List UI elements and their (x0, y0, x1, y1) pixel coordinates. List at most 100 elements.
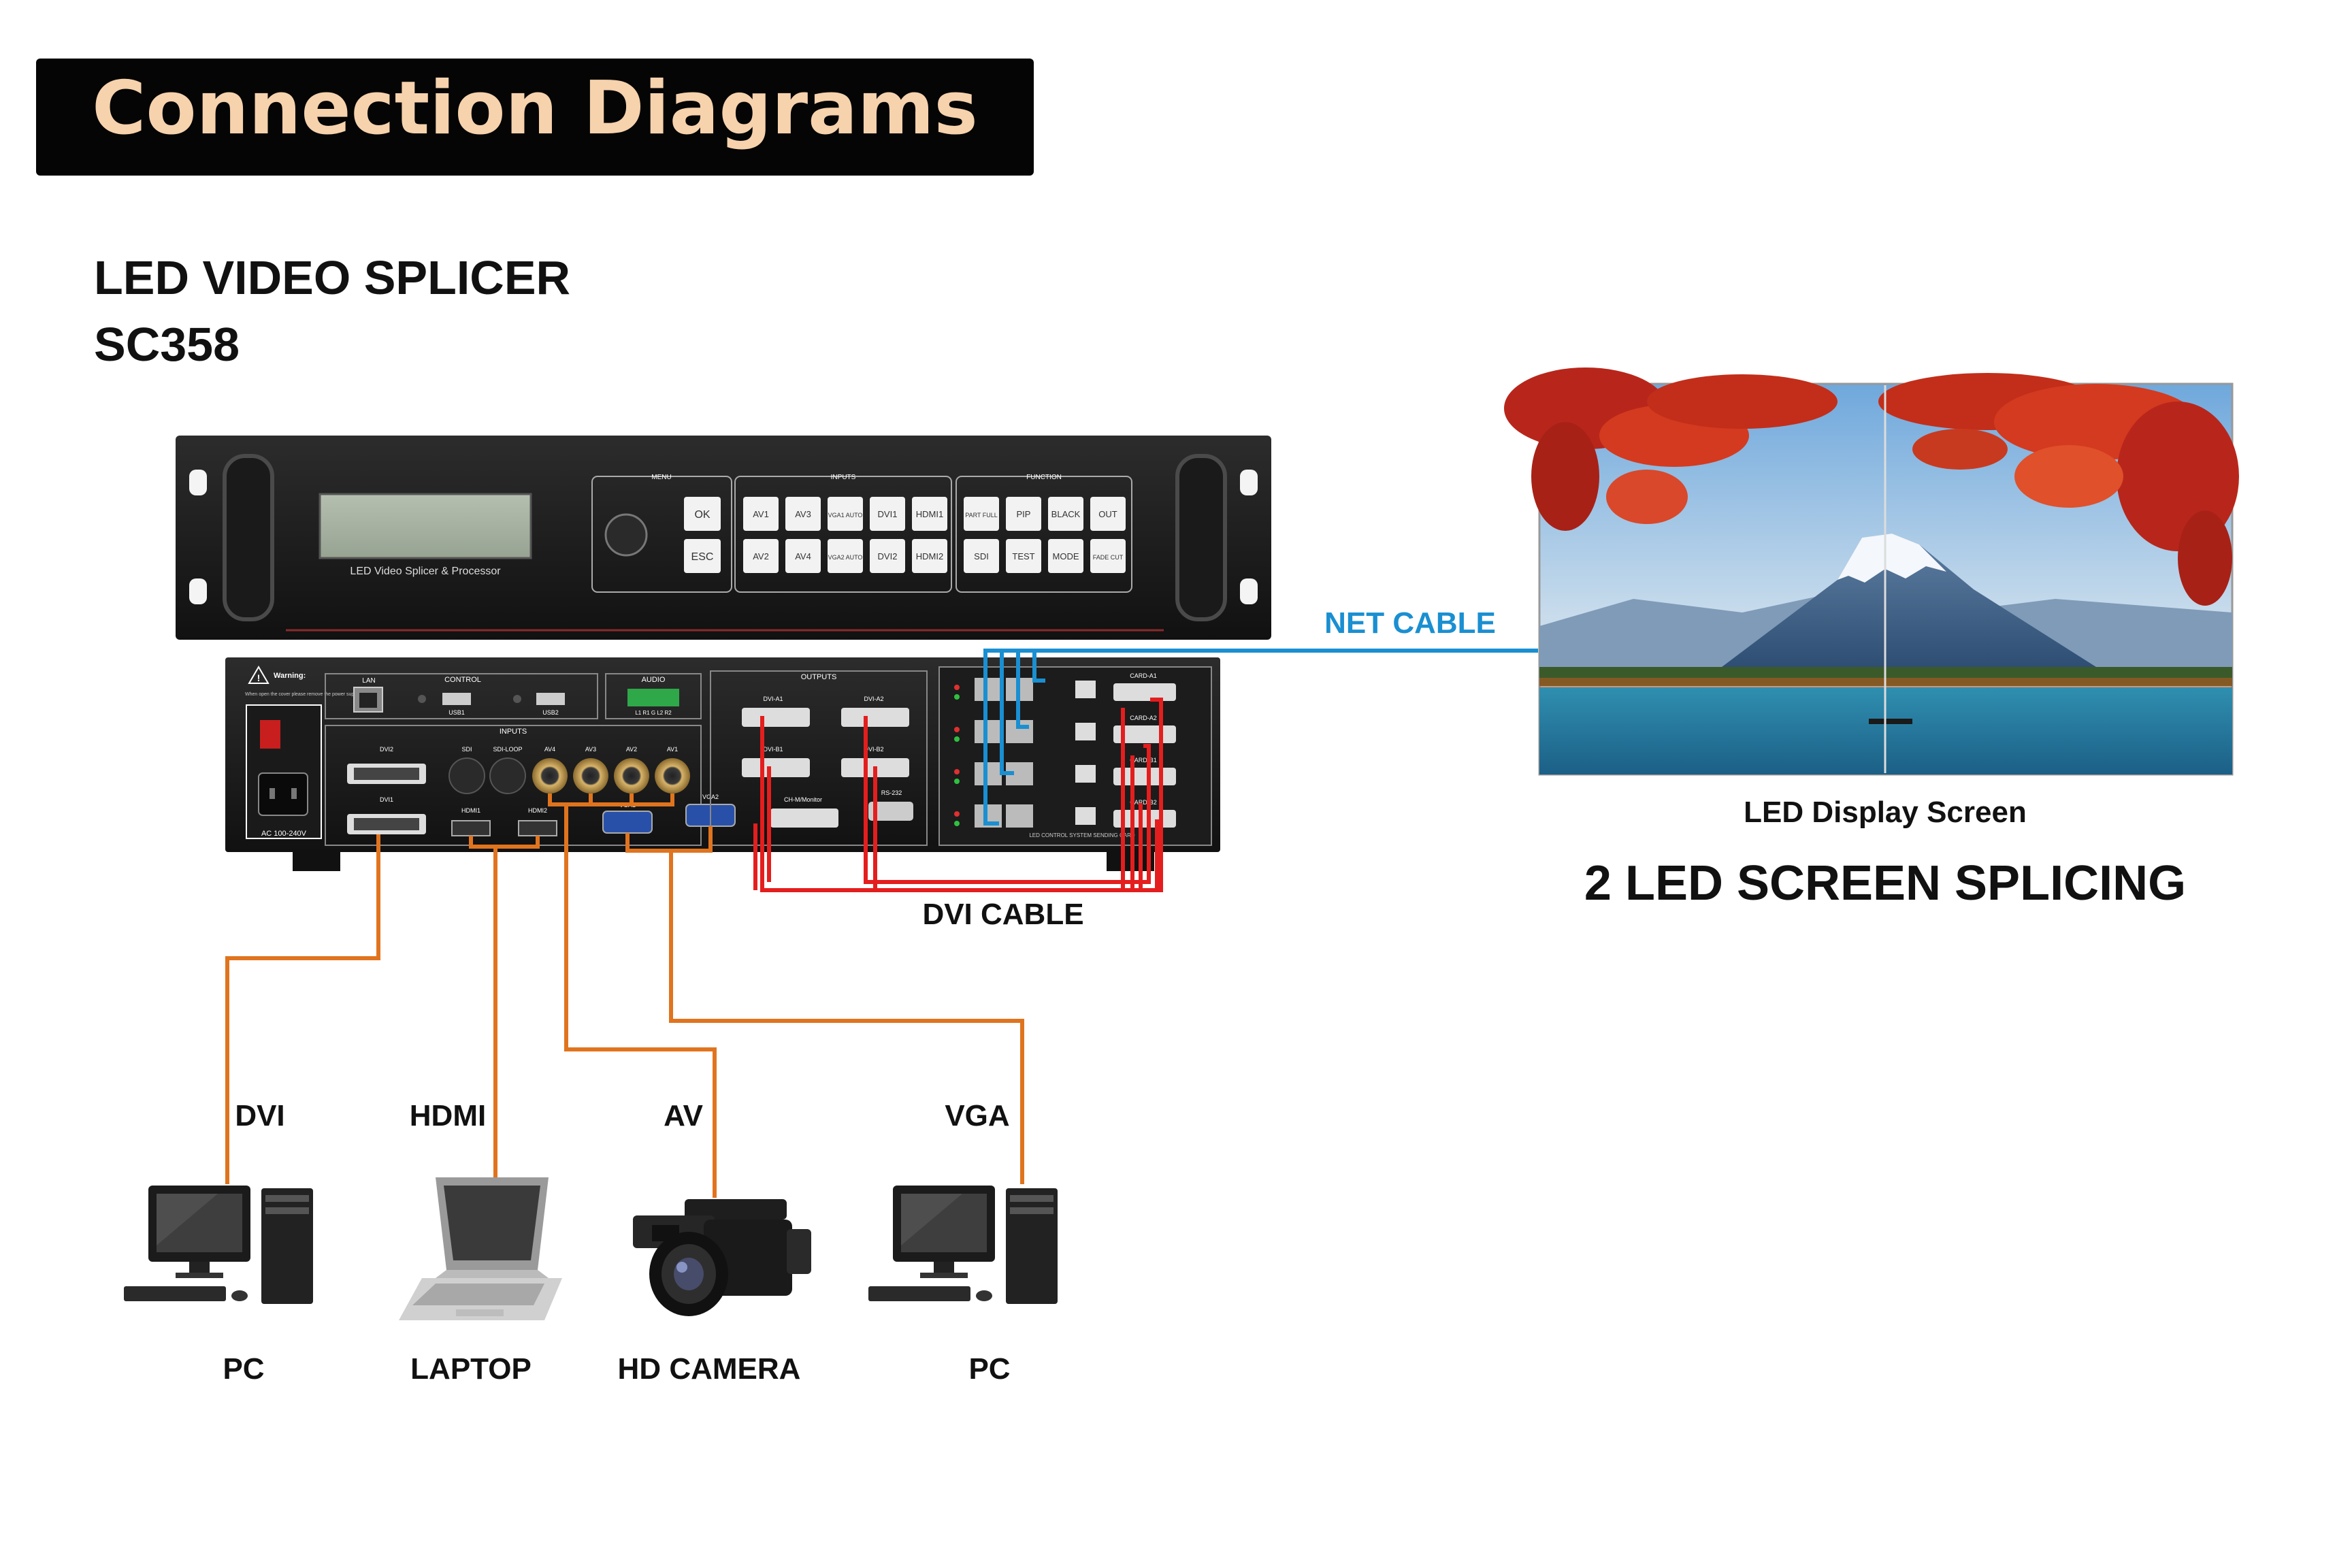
usb2-port (536, 693, 565, 705)
function-button-sdi[interactable] (964, 539, 999, 573)
function-button-label: TEST (1012, 551, 1034, 561)
function-button-part-full[interactable] (964, 497, 999, 531)
audio-label: AUDIO (642, 676, 666, 684)
card-port-label: CARD-A1 (1130, 672, 1157, 679)
lcd-label: LED Video Splicer & Processor (350, 566, 501, 577)
input-button-label: VGA1 AUTO (828, 512, 863, 519)
port-label-hdmi2: HDMI2 (528, 807, 547, 814)
function-button-test[interactable] (1006, 539, 1041, 573)
status-led (954, 685, 960, 690)
function-button-mode[interactable] (1048, 539, 1083, 573)
function-button-out[interactable] (1090, 497, 1126, 531)
input-button-dvi2[interactable] (870, 539, 905, 573)
device-label-pc-2: PC (968, 1352, 1010, 1386)
port-label-sdi: SDI (461, 746, 472, 753)
port-label-dvi-b1: DVI-B1 (763, 746, 783, 753)
power-switch[interactable] (260, 720, 280, 749)
net-port (975, 678, 1002, 701)
input-button-hdmi1[interactable] (912, 497, 947, 531)
usb-b-port (1075, 723, 1096, 740)
input-button-label: DVI2 (878, 551, 898, 561)
function-button-pip[interactable] (1006, 497, 1041, 531)
input-button-vga2-auto[interactable] (828, 539, 863, 573)
cable-label-dvi: DVI (235, 1099, 284, 1132)
device-label-laptop: LAPTOP (410, 1352, 532, 1386)
input-button-av3[interactable] (785, 497, 821, 531)
device-label-pc-1: PC (223, 1352, 264, 1386)
card-dvi-port (1113, 683, 1176, 701)
menu-knob[interactable] (604, 513, 648, 557)
input-button-hdmi2[interactable] (912, 539, 947, 573)
card-port-label: CARD-B1 (1130, 757, 1157, 764)
usb2-label: USB2 (542, 709, 559, 716)
net-cables (983, 649, 1538, 826)
port-label-dvi-b2: DVI-B2 (864, 746, 883, 753)
function-button-black[interactable] (1048, 497, 1083, 531)
input-button-av4[interactable] (785, 539, 821, 573)
status-led (954, 779, 960, 784)
audio-pins: L1 R1 G L2 R2 (635, 710, 672, 716)
power-socket (258, 772, 308, 816)
function-label: FUNCTION (1026, 474, 1062, 481)
sdi-loop-port (489, 757, 526, 794)
audio-terminal (627, 689, 679, 706)
usb-b-port (1075, 681, 1096, 698)
mountain (1722, 534, 2096, 667)
warning-title: Warning: (274, 672, 306, 680)
esc-button[interactable] (684, 539, 721, 573)
dvi-a1-port (742, 708, 810, 727)
front-panel: LED Video Splicer & Processor MENU OK ES… (176, 436, 1271, 640)
cable-label-hdmi: HDMI (410, 1099, 486, 1132)
ok-button-label: OK (694, 509, 710, 521)
input-button-label: AV4 (795, 551, 811, 561)
port-label-ch-monitor: CH-M/Monitor (784, 796, 822, 803)
input-button-label: DVI1 (878, 509, 898, 519)
port-label-dvi-a1: DVI-A1 (763, 696, 783, 702)
vga1-port (602, 811, 653, 834)
ch-monitor-port (770, 808, 838, 828)
port-label-av4: AV4 (544, 746, 555, 753)
ok-button[interactable] (684, 497, 721, 531)
svg-text:!: ! (257, 672, 261, 683)
function-button-label: OUT (1098, 509, 1117, 519)
source-pc-1: DVI PC (124, 1099, 313, 1386)
input-button-av2[interactable] (743, 539, 779, 573)
input-button-label: AV2 (753, 551, 769, 561)
net-port (975, 720, 1002, 743)
input-button-dvi1[interactable] (870, 497, 905, 531)
av4-port (532, 758, 568, 794)
function-button-fade-cut[interactable] (1090, 539, 1126, 573)
port-label-dvi-a2: DVI-A2 (864, 696, 883, 702)
function-button-label: PIP (1017, 509, 1031, 519)
port-label-hdmi1: HDMI1 (461, 807, 480, 814)
right-handle (1175, 454, 1227, 621)
port-label-av2: AV2 (626, 746, 637, 753)
dvi-cables (753, 698, 1163, 892)
screen-label: LED Display Screen (1744, 796, 2027, 829)
page-title: Connection Diagrams (92, 66, 978, 151)
card-port-label: CARD-A2 (1130, 715, 1157, 721)
input-button-av1[interactable] (743, 497, 779, 531)
card-footer: LED CONTROL SYSTEM SENDING CARD (1029, 832, 1135, 838)
cable-label-av: AV (664, 1099, 704, 1132)
input-button-label: AV3 (795, 509, 811, 519)
input-cables (225, 794, 1024, 1198)
port-label-dvi1: DVI1 (380, 796, 393, 803)
power-label: AC 100-240V (261, 830, 307, 838)
camcorder-icon (633, 1199, 811, 1316)
rs232-port (868, 802, 913, 821)
dvi-a2-port (841, 708, 909, 727)
net-cable-label: NET CABLE (1324, 606, 1496, 640)
input-button-vga1-auto[interactable] (828, 497, 863, 531)
source-laptop: HDMI LAPTOP (399, 1099, 562, 1386)
input-button-label: HDMI1 (916, 509, 943, 519)
net-port (975, 762, 1002, 785)
desktop-pc-icon (868, 1186, 1058, 1304)
av1-port (655, 758, 690, 794)
status-led (954, 694, 960, 700)
status-led (954, 727, 960, 732)
usb-b-port (1075, 807, 1096, 825)
outputs-label: OUTPUTS (801, 673, 837, 681)
input-button-label: AV1 (753, 509, 769, 519)
warning-icon (248, 666, 270, 684)
